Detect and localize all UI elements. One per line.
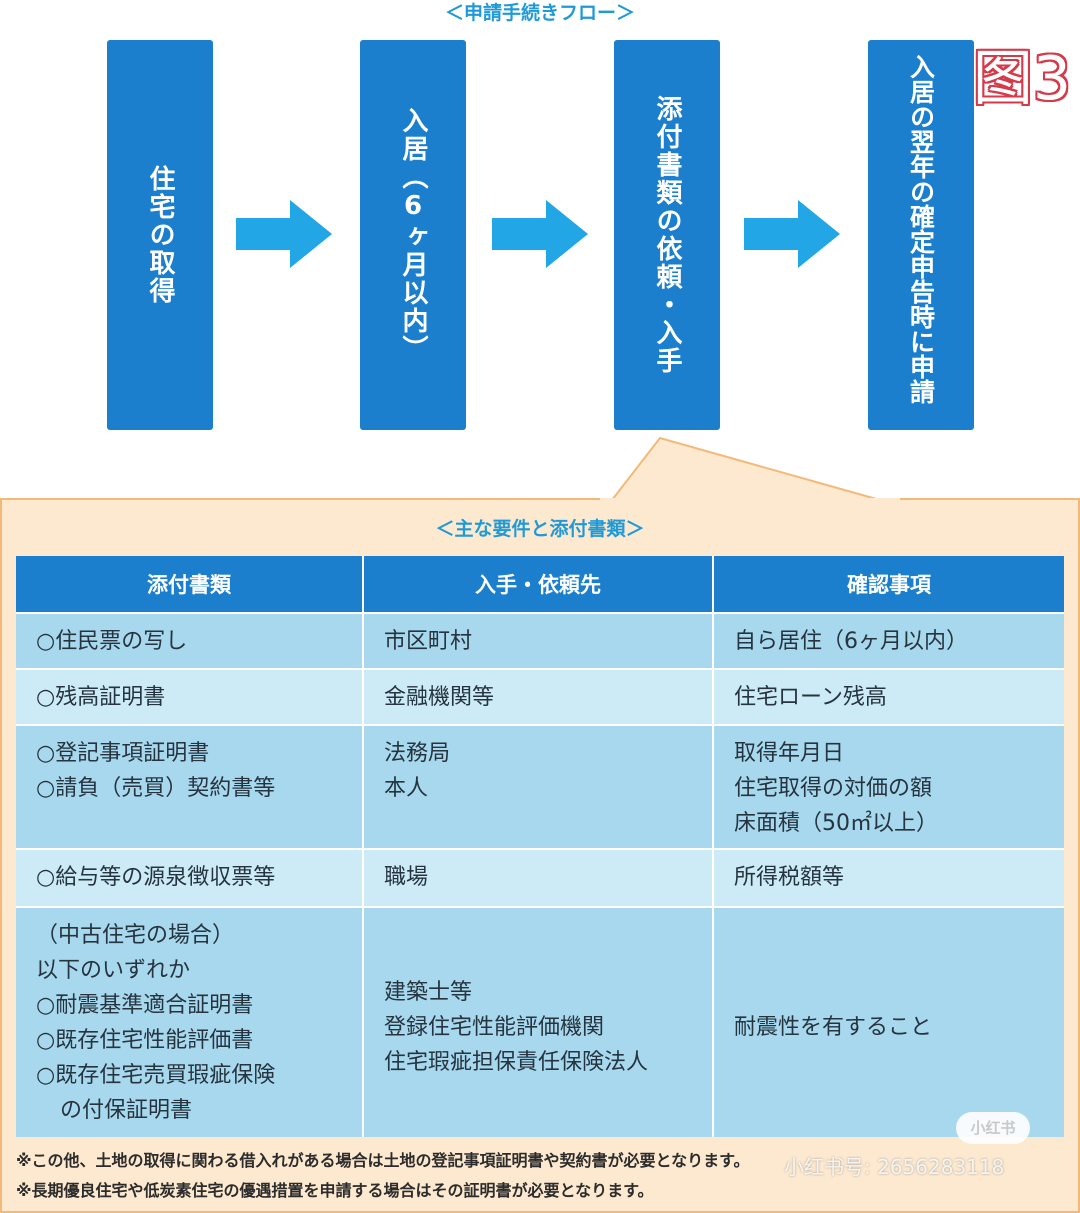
- cell-text: 市区町村: [384, 629, 473, 654]
- cell-documents: ○給与等の源泉徴収票等: [16, 848, 364, 907]
- cell-check: 取得年月日 住宅取得の対価の額 床面積（50㎡以上）: [713, 724, 1064, 849]
- cell-text: 住宅瑕疵担保責任保険法人: [384, 1050, 649, 1075]
- cell-documents: ○残高証明書: [16, 668, 364, 725]
- cell-text: ○給与等の源泉徴収票等: [36, 865, 276, 890]
- flow-step-label: 住宅の取得: [145, 165, 175, 305]
- footnotes: ※この他、土地の取得に関わる借入れがある場合は土地の登記事項証明書や契約書が必要…: [16, 1146, 1066, 1206]
- footnote: ※長期優良住宅や低炭素住宅の優遇措置を申請する場合はその証明書が必要となります。: [16, 1181, 654, 1200]
- cell-text: 法務局: [384, 741, 451, 766]
- watermark-id: 小红书号: 2656283118: [784, 1155, 1005, 1179]
- cell-check: 所得税額等: [713, 848, 1064, 907]
- flow-step-label: 入居の翌年の確定申告時に申請: [906, 54, 936, 404]
- cell-text: 以下のいずれか: [36, 958, 191, 983]
- cell-text: （中古住宅の場合）: [36, 923, 235, 948]
- requirements-table: 添付書類 入手・依頼先 確認事項 ○住民票の写し 市区町村 自ら居住（6ヶ月以内…: [16, 556, 1064, 1137]
- flow-step-documents: 添付書類の依頼・入手: [614, 40, 720, 430]
- cell-text: 職場: [384, 865, 429, 890]
- cell-documents: ○登記事項証明書 ○請負（売買）契約書等: [16, 724, 364, 849]
- cell-check: 住宅ローン残高: [713, 668, 1064, 725]
- column-header-source: 入手・依頼先: [363, 556, 714, 613]
- cell-text: ○耐震基準適合証明書: [36, 993, 254, 1018]
- cell-text: 登録住宅性能評価機関: [384, 1015, 605, 1040]
- table-header-row: 添付書類 入手・依頼先 確認事項: [16, 556, 1064, 613]
- requirements-title: ＜主な要件と添付書類＞: [435, 518, 645, 540]
- column-header-documents: 添付書類: [16, 556, 364, 613]
- cell-text: 自ら居住（6ヶ月以内）: [734, 629, 968, 654]
- cell-source: 建築士等 登録住宅性能評価機関 住宅瑕疵担保責任保険法人: [363, 906, 714, 1137]
- cell-text: 本人: [384, 776, 429, 801]
- callout-pointer: [600, 436, 900, 506]
- cell-text: 住宅ローン残高: [734, 685, 887, 710]
- cell-text: 耐震性を有すること: [734, 1015, 933, 1040]
- cell-text: ○既存住宅性能評価書: [36, 1028, 254, 1053]
- cell-source: 職場: [363, 848, 714, 907]
- arrow-right-icon: [492, 200, 588, 268]
- cell-text: の付保証明書: [60, 1098, 193, 1123]
- flow-step-acquire: 住宅の取得: [107, 40, 213, 430]
- cell-source: 市区町村: [363, 612, 714, 669]
- column-header-check: 確認事項: [713, 556, 1064, 613]
- cell-check: 耐震性を有すること: [713, 906, 1064, 1137]
- cell-text: 取得年月日: [734, 741, 845, 766]
- table-row: ○登記事項証明書 ○請負（売買）契約書等 法務局 本人 取得年月日 住宅取得の対…: [16, 724, 1064, 849]
- cell-text: ○登記事項証明書: [36, 741, 210, 766]
- cell-text: 金融機関等: [384, 685, 495, 710]
- cell-check: 自ら居住（6ヶ月以内）: [713, 612, 1064, 669]
- table-row: ○住民票の写し 市区町村 自ら居住（6ヶ月以内）: [16, 612, 1064, 669]
- table-row: ○給与等の源泉徴収票等 職場 所得税額等: [16, 848, 1064, 907]
- cell-source: 法務局 本人: [363, 724, 714, 849]
- table-row: ○残高証明書 金融機関等 住宅ローン残高: [16, 668, 1064, 725]
- cell-text: 床面積（50㎡以上）: [734, 811, 938, 836]
- flow-step-label: 入居（6ヶ月以内）: [398, 107, 428, 363]
- cell-text: ○既存住宅売買瑕疵保険: [36, 1063, 276, 1088]
- footnote: ※この他、土地の取得に関わる借入れがある場合は土地の登記事項証明書や契約書が必要…: [16, 1151, 750, 1170]
- cell-text: ○残高証明書: [36, 685, 166, 710]
- flow-title: ＜申請手続きフロー＞: [444, 2, 635, 24]
- cell-text: 所得税額等: [734, 865, 845, 890]
- flow-step-tax-return: 入居の翌年の確定申告時に申請: [868, 40, 974, 430]
- arrow-right-icon: [236, 200, 332, 268]
- table-row: （中古住宅の場合） 以下のいずれか ○耐震基準適合証明書 ○既存住宅性能評価書 …: [16, 906, 1064, 1137]
- cell-text: ○請負（売買）契約書等: [36, 776, 276, 801]
- flow-step-move-in: 入居（6ヶ月以内）: [360, 40, 466, 430]
- cell-text: ○住民票の写し: [36, 629, 188, 654]
- cell-documents: （中古住宅の場合） 以下のいずれか ○耐震基準適合証明書 ○既存住宅性能評価書 …: [16, 906, 364, 1137]
- cell-documents: ○住民票の写し: [16, 612, 364, 669]
- flow-step-label: 添付書類の依頼・入手: [652, 95, 682, 375]
- cell-text: 建築士等: [384, 980, 473, 1005]
- cell-source: 金融機関等: [363, 668, 714, 725]
- watermark-logo: 小红书: [956, 1112, 1030, 1144]
- cell-text: 住宅取得の対価の額: [734, 776, 933, 801]
- figure-label: 图3: [972, 44, 1072, 114]
- arrow-right-icon: [744, 200, 840, 268]
